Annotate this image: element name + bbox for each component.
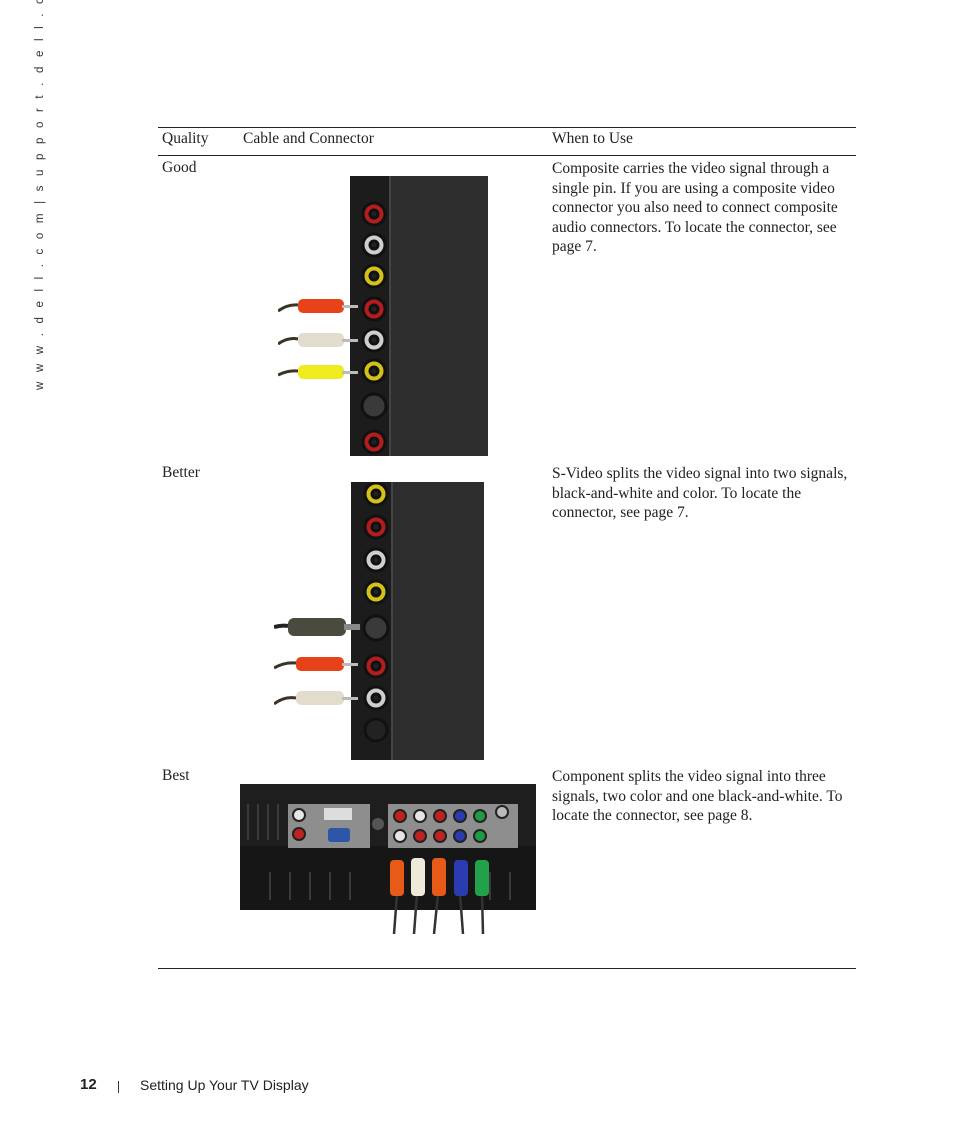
table-bottom-rule — [158, 968, 856, 969]
composite-description: Composite carries the video signal throu… — [552, 160, 838, 255]
composite-connector-photo — [278, 176, 488, 456]
header-cable-connector: Cable and Connector — [243, 130, 374, 147]
header-quality: Quality — [162, 130, 209, 147]
table-top-rule — [158, 127, 856, 128]
component-description: Component splits the video signal into t… — [552, 768, 843, 824]
s-video-description: S-Video splits the video signal into two… — [552, 465, 848, 521]
side-url: w w w . d e l l . c o m | s u p p o r t … — [34, 0, 46, 390]
quality-better: Better — [162, 464, 200, 481]
s-video-connector-photo — [274, 482, 484, 760]
component-connector-photo — [240, 784, 536, 934]
table-header-rule — [158, 155, 856, 156]
page-number: 12 — [80, 1076, 97, 1093]
quality-good: Good — [162, 159, 197, 176]
quality-best: Best — [162, 767, 190, 784]
chapter-title: Setting Up Your TV Display — [140, 1077, 309, 1093]
header-when-to-use: When to Use — [552, 130, 633, 147]
footer-divider — [118, 1081, 119, 1093]
